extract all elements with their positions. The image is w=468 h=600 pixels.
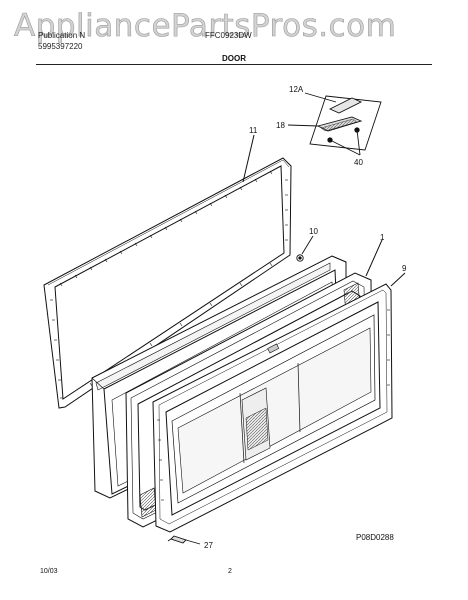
inset-frame — [309, 95, 382, 151]
screw-27 — [167, 535, 201, 545]
callout-27: 27 — [204, 541, 213, 550]
model-number: FFC0923DW — [205, 31, 252, 40]
callout-9: 9 — [402, 264, 407, 273]
callout-1: 1 — [380, 233, 385, 242]
watermark-logo: AppliancePartsPros.com — [14, 8, 397, 45]
callout-10: 10 — [309, 227, 318, 236]
door-inner-panel-9 — [152, 272, 406, 533]
handle-inset — [287, 92, 382, 156]
door-gasket-11 — [43, 134, 292, 409]
callout-11: 11 — [249, 126, 258, 135]
header-divider — [36, 64, 432, 65]
page-title: DOOR — [222, 54, 246, 63]
footer-date: 10/03 — [40, 568, 58, 575]
publication-number: 5995397220 — [38, 42, 83, 51]
label-plate-12a — [328, 97, 363, 114]
callout-18: 18 — [276, 121, 285, 130]
callout-40: 40 — [354, 158, 363, 167]
fastener-10 — [296, 235, 314, 262]
publication-label: Publication N — [38, 31, 86, 40]
footer-page-number: 2 — [228, 568, 232, 575]
callout-12a: 12A — [289, 85, 304, 94]
diagram-code: P08D0288 — [356, 533, 394, 542]
